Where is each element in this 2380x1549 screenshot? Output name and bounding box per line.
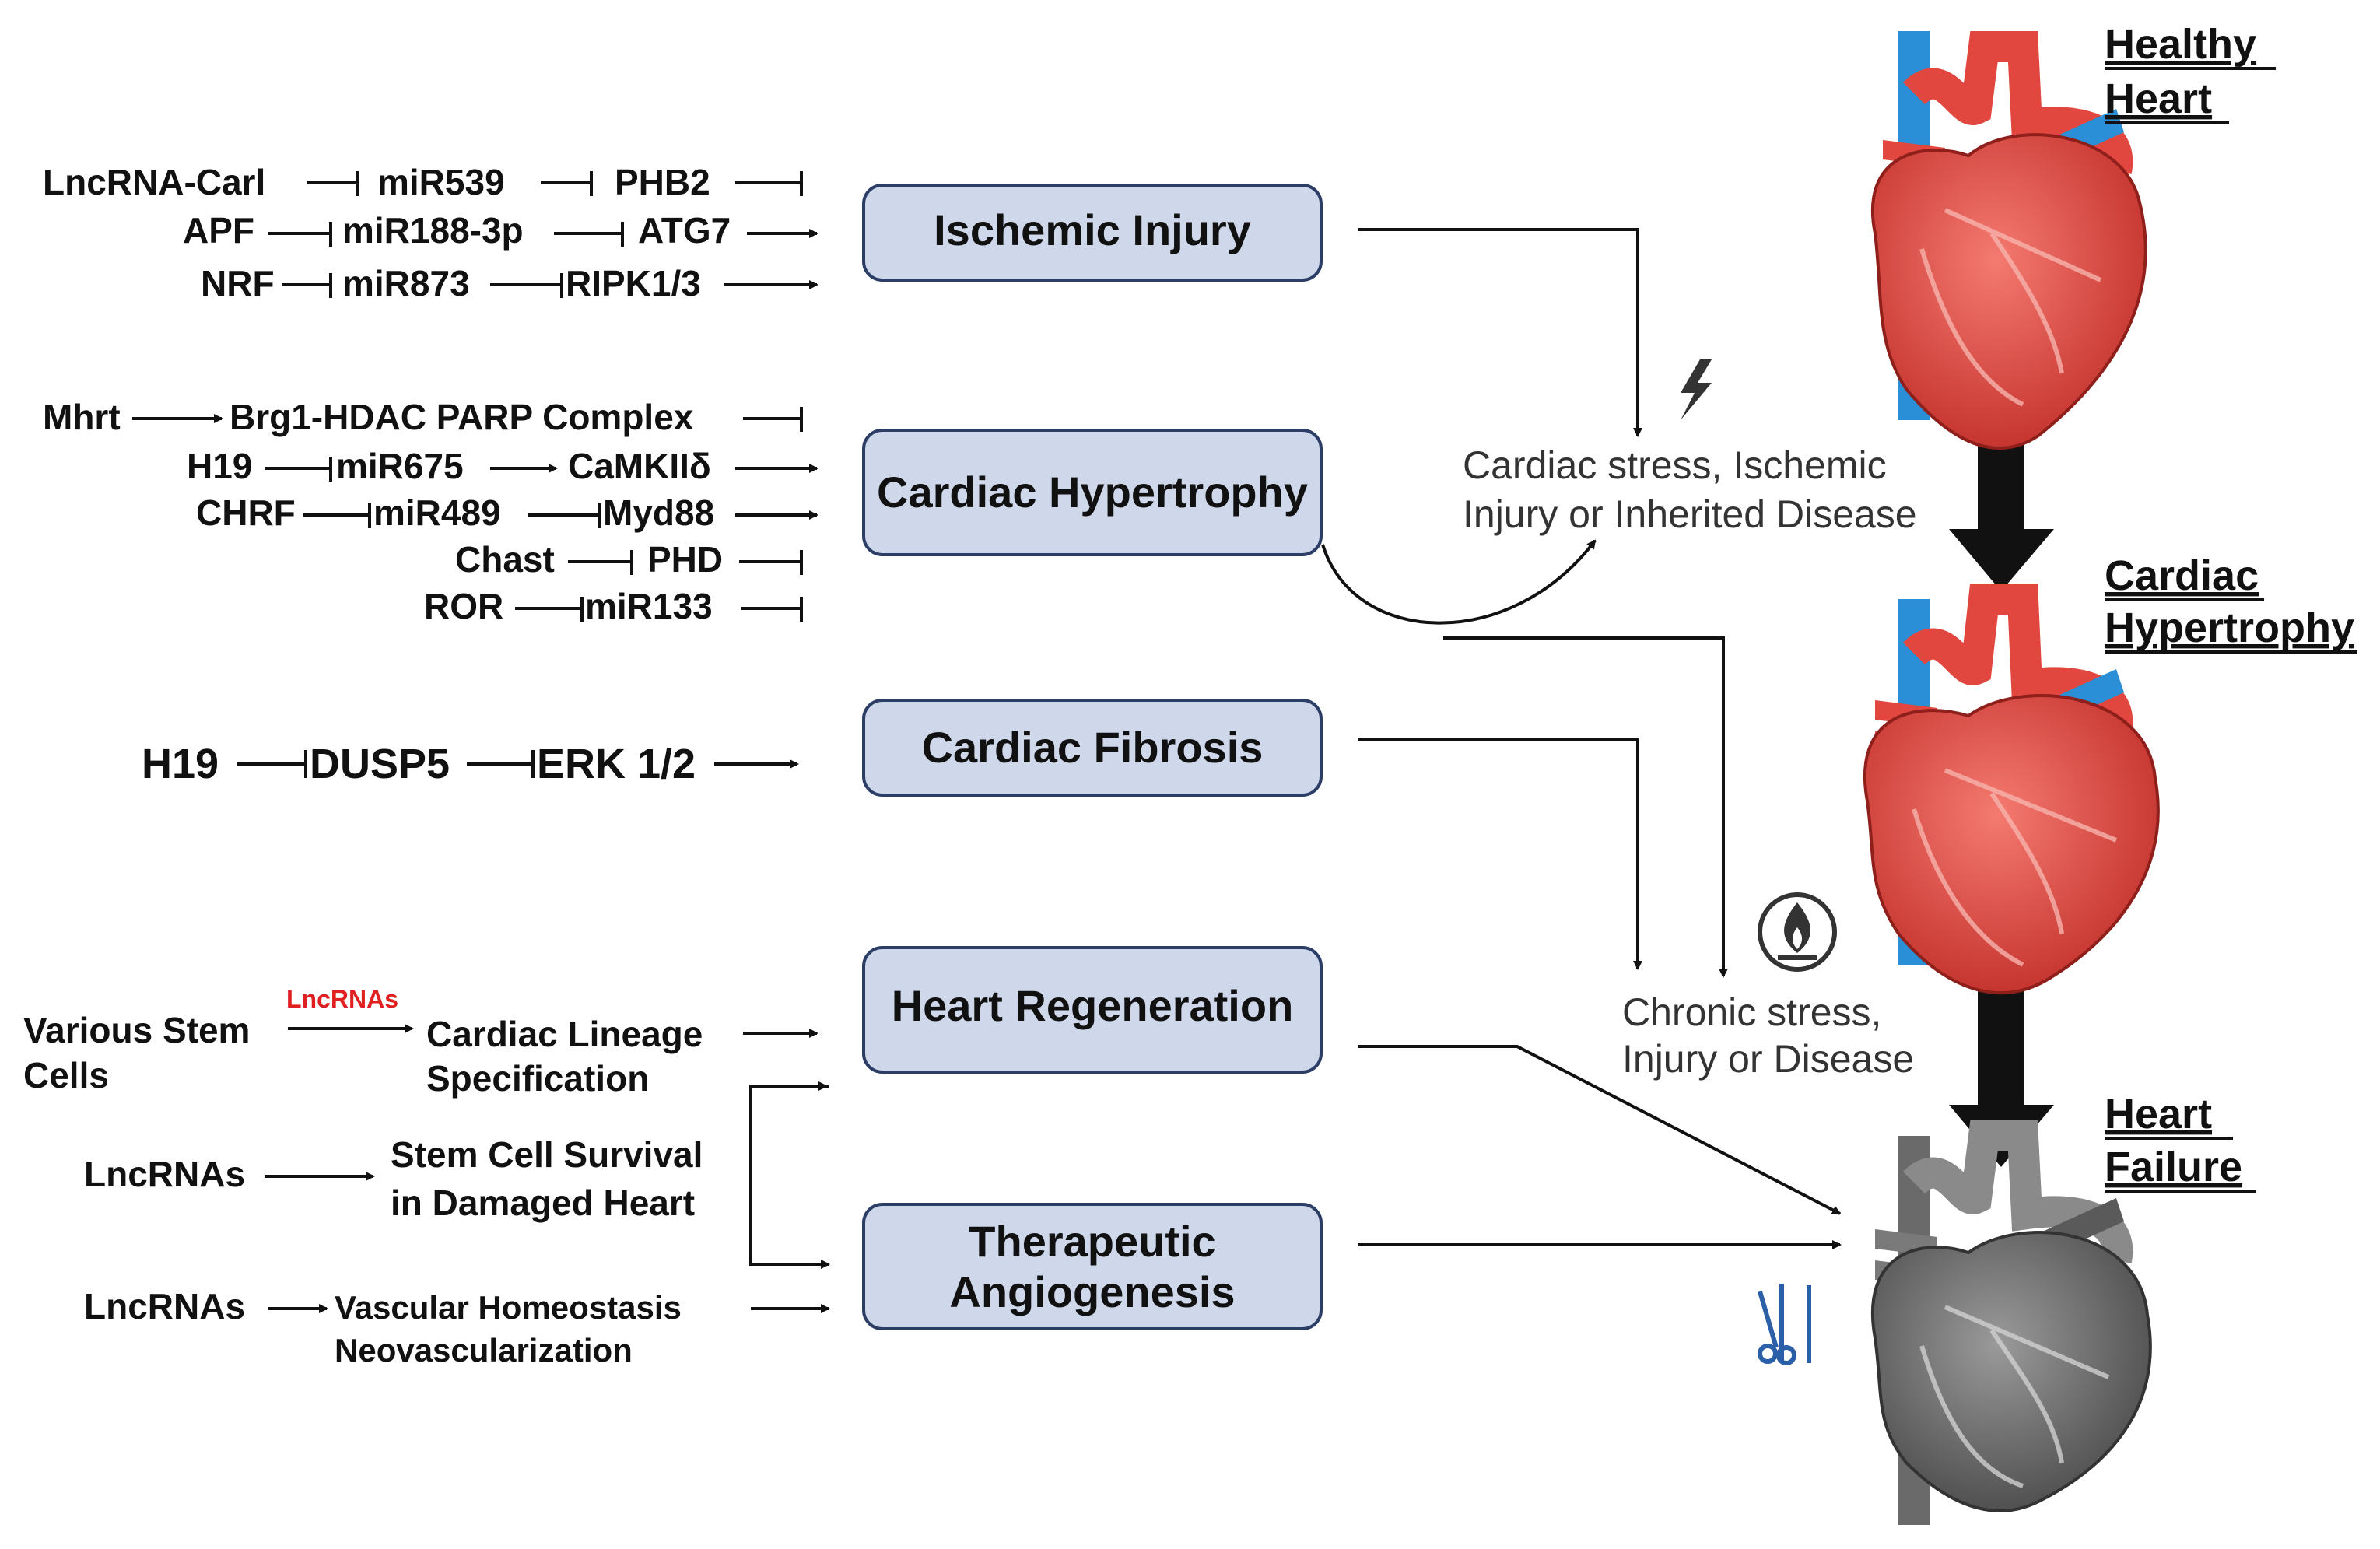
box-angiogenesis-label: Therapeutic — [969, 1217, 1215, 1266]
pathway-node: LncRNA-Carl — [43, 162, 265, 202]
pathway-node: CaMKIIδ — [568, 446, 711, 486]
box-hypertrophy — [862, 429, 1323, 556]
connectors — [1321, 228, 1842, 1249]
chronic-label: Injury or Disease — [1622, 1037, 1914, 1081]
stage-labels: Healthy Heart Cardiac Hypertrophy Heart … — [2105, 21, 2357, 1193]
pathway-node: ERK 1/2 — [537, 741, 696, 787]
pathway-node: APF — [183, 210, 254, 251]
pathway-node: miR133 — [585, 586, 713, 626]
stress-label: Injury or Inherited Disease — [1463, 492, 1917, 536]
pathway-node: miR873 — [342, 263, 470, 303]
pathway-node: ROR — [424, 586, 503, 626]
vascular-label: Vascular Homeostasis — [335, 1289, 682, 1326]
hypertrophy-pathways: Mhrt Brg1-HDAC PARP Complex H19 miR675 C… — [43, 397, 818, 626]
pathway-node: ATG7 — [638, 210, 731, 251]
pathway-node: CHRF — [196, 492, 296, 533]
lncrnas-label: LncRNAs — [84, 1286, 245, 1326]
pathway-node: PHB2 — [615, 162, 710, 202]
stage-hypertrophy: Cardiac — [2105, 552, 2259, 599]
condition-texts: Cardiac stress, Ischemic Injury or Inher… — [1463, 443, 1917, 1081]
box-regeneration — [862, 946, 1323, 1074]
box-angiogenesis — [862, 1203, 1323, 1330]
condition-boxes: Ischemic Injury Cardiac Hypertrophy Card… — [862, 184, 1323, 1330]
box-fibrosis-label: Cardiac Fibrosis — [922, 723, 1264, 772]
pathway-node: DUSP5 — [310, 741, 450, 787]
pathway-node: miR489 — [373, 492, 501, 533]
stem-cells-label: Cells — [23, 1055, 109, 1095]
pathway-node: Mhrt — [43, 397, 121, 437]
stage-healthy: Heart — [2105, 75, 2212, 122]
box-hypertrophy-label: Cardiac Hypertrophy — [877, 468, 1308, 517]
pathway-node: H19 — [142, 741, 219, 787]
pathway-node: miR188-3p — [342, 210, 524, 251]
regeneration-pathways: Various Stem Cells LncRNAs Cardiac Linea… — [23, 985, 830, 1369]
flame-icon — [1758, 892, 1837, 972]
fibrosis-pathway: H19 DUSP5 ERK 1/2 — [142, 741, 799, 787]
lineage-label: Cardiac Lineage — [426, 1014, 703, 1054]
box-regeneration-label: Heart Regeneration — [892, 981, 1294, 1030]
pathway-node: RIPK1/3 — [566, 263, 701, 303]
box-fibrosis — [862, 699, 1323, 797]
pathway-node: H19 — [187, 446, 252, 486]
heart-icon — [1870, 1120, 2152, 1525]
survival-label: in Damaged Heart — [391, 1183, 695, 1223]
stress-label: Cardiac stress, Ischemic — [1463, 443, 1887, 487]
vascular-label: Neovascularization — [335, 1332, 633, 1369]
lncrnas-label: LncRNAs — [84, 1154, 245, 1194]
surgical-tools-icon — [1758, 1284, 1811, 1365]
box-ischemic-label: Ischemic Injury — [934, 205, 1251, 254]
chronic-label: Chronic stress, — [1622, 990, 1881, 1034]
pathway-node: Myd88 — [603, 492, 714, 533]
lightning-icon — [1681, 359, 1712, 420]
pathway-node: Chast — [455, 539, 555, 580]
pathway-node: NRF — [201, 263, 275, 303]
stage-failure: Failure — [2105, 1144, 2242, 1190]
stem-cells-label: Various Stem — [23, 1010, 250, 1050]
ischemic-pathways: LncRNA-Carl miR539 PHB2 APF miR188-3p AT… — [43, 162, 818, 303]
heart-icon — [1870, 31, 2147, 450]
pathway-node: miR539 — [377, 162, 505, 202]
pathway-node: miR675 — [336, 446, 464, 486]
heart-icon — [1863, 584, 2160, 994]
survival-label: Stem Cell Survival — [391, 1134, 703, 1175]
stage-healthy: Healthy — [2105, 21, 2256, 68]
lineage-label: Specification — [426, 1058, 649, 1099]
box-angiogenesis-label: Angiogenesis — [949, 1267, 1235, 1316]
pathway-node: PHD — [647, 539, 723, 580]
pathway-node: Brg1-HDAC PARP Complex — [230, 397, 694, 437]
box-ischemic — [862, 184, 1323, 282]
lncrna-arrow-label: LncRNAs — [286, 985, 398, 1013]
stage-failure: Heart — [2105, 1091, 2212, 1137]
stage-hypertrophy: Hypertrophy — [2105, 605, 2354, 651]
